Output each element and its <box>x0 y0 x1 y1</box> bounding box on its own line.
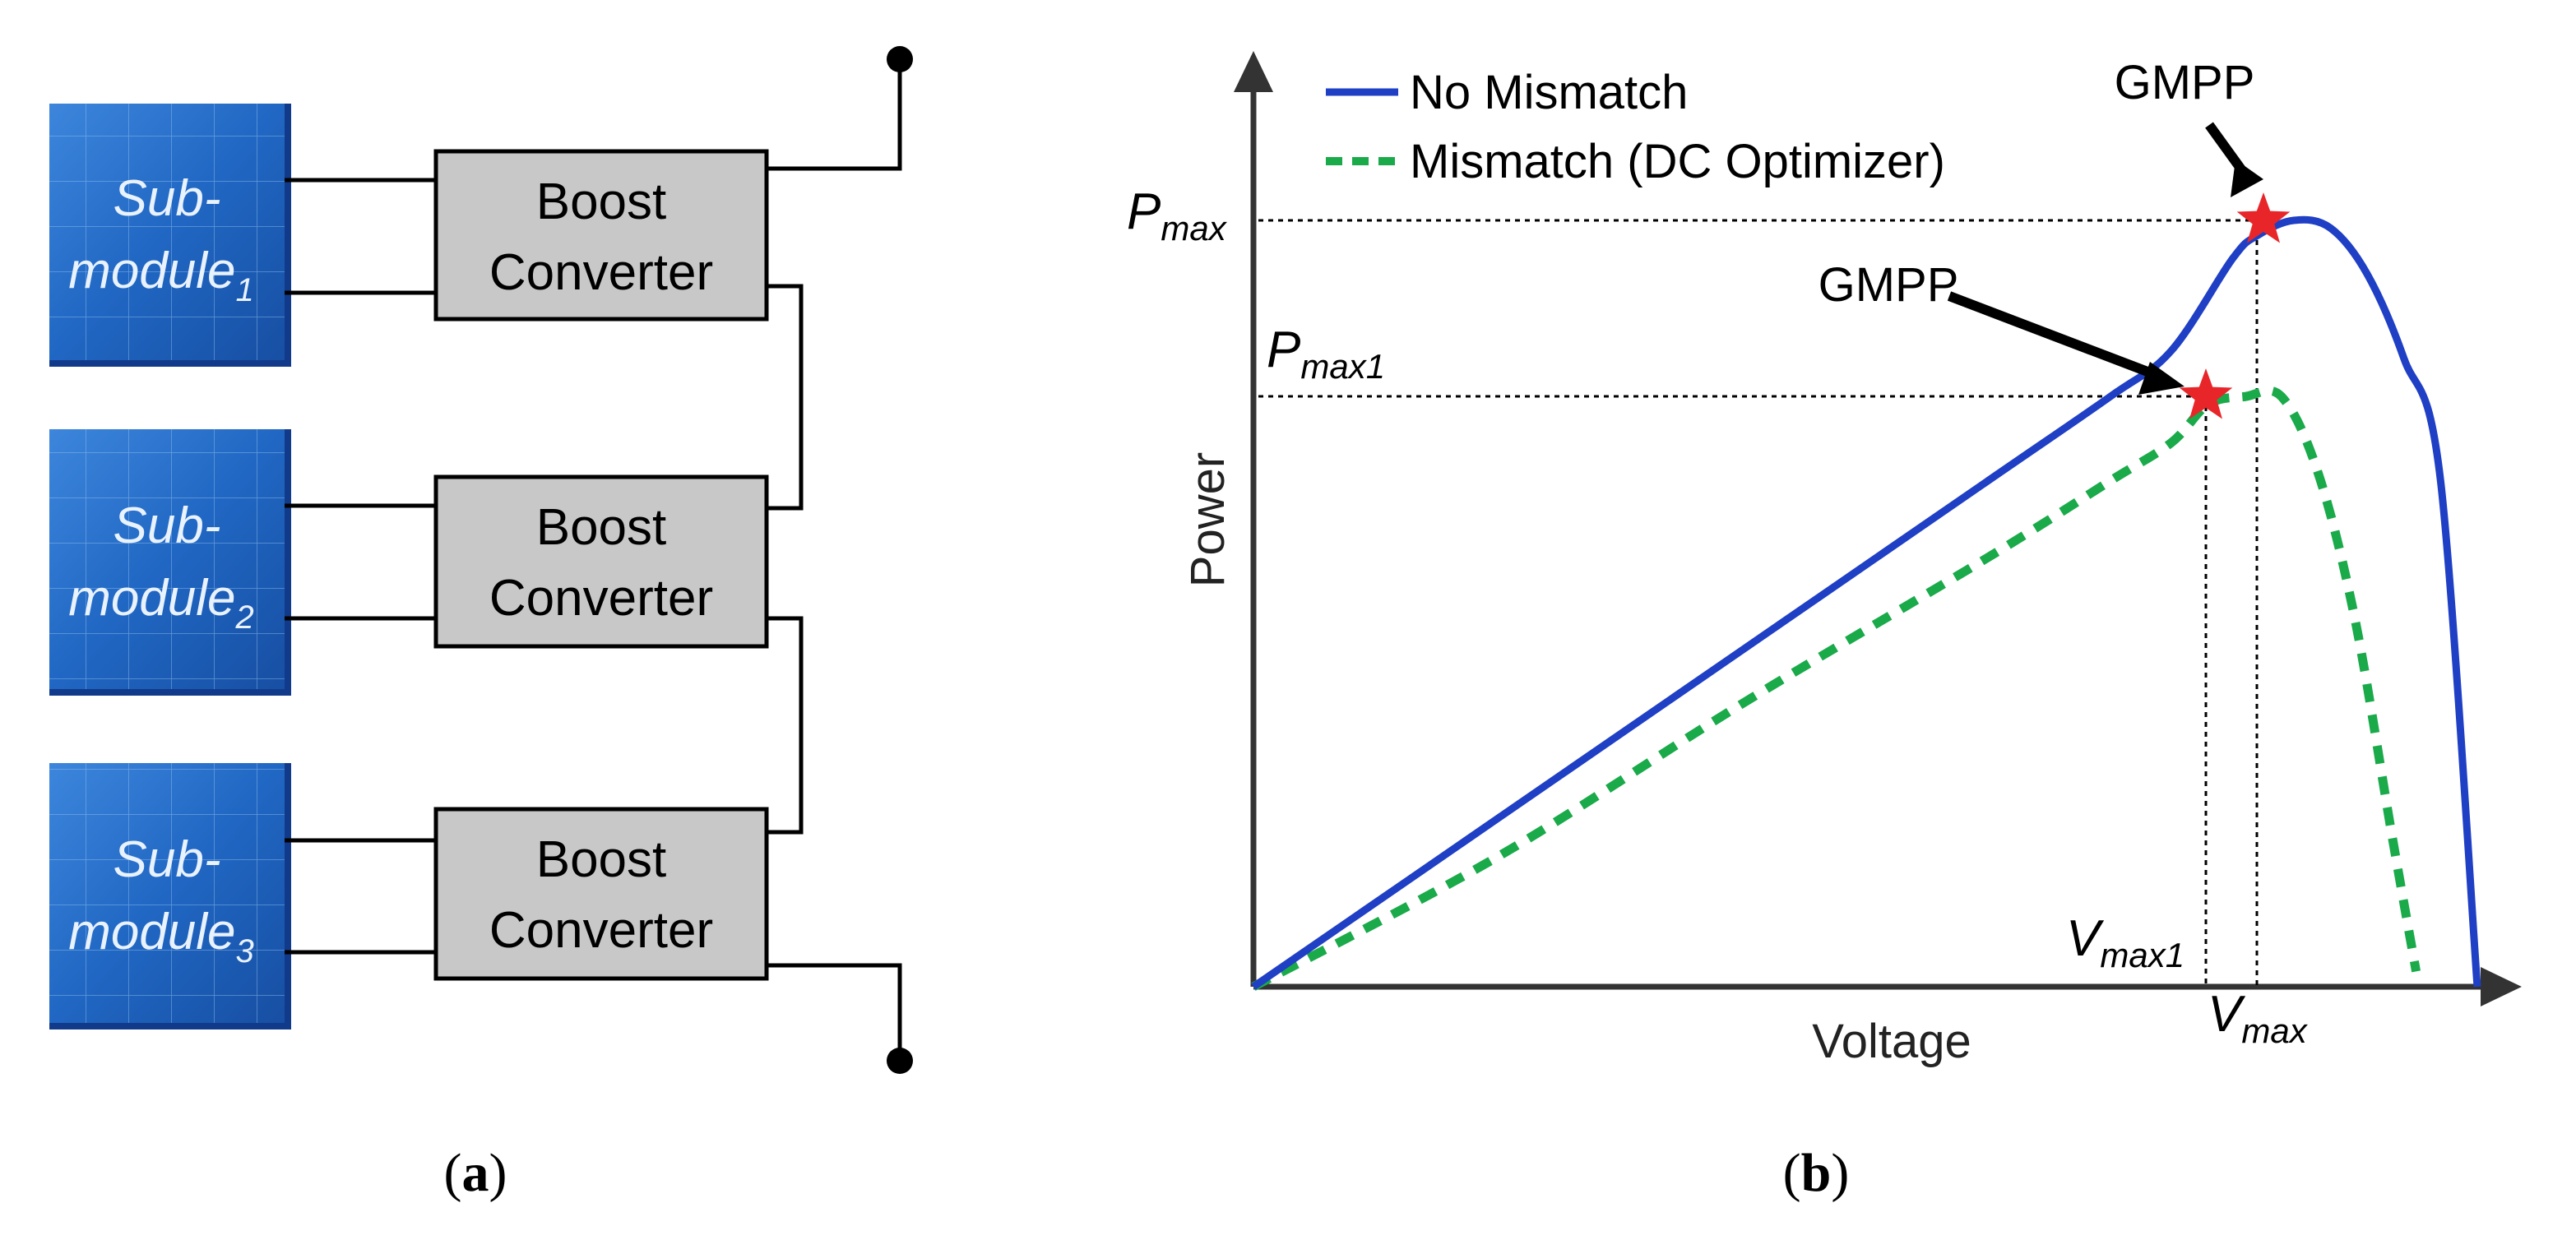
boost-converter-2: Boost Converter <box>433 474 769 649</box>
caption-a-letter: a <box>462 1143 489 1203</box>
caption-b: (b) <box>1783 1143 1850 1203</box>
boost-converter-1-line1: Boost <box>536 174 667 230</box>
pmax1-label: Pmax1 <box>1267 322 1385 386</box>
svg-text:module2: module2 <box>68 570 254 636</box>
series-line-mismatch <box>1251 386 2421 991</box>
y-axis-label: Power <box>1181 452 1235 587</box>
gmpp-label-1: GMPP <box>2115 56 2255 109</box>
boost-converter-3-line1: Boost <box>536 831 667 888</box>
legend: No Mismatch Mismatch (DC Optimizer) <box>1326 66 1945 188</box>
y-axis-arrow <box>1234 51 1273 92</box>
vmax1-label: Vmax1 <box>2066 910 2185 974</box>
submodule-1-subscript: 1 <box>236 272 254 308</box>
gmpp-label-2: GMPP <box>1818 258 1959 312</box>
caption-a: (a) <box>444 1143 507 1203</box>
gmpp-arrow-1-head <box>2231 160 2263 197</box>
submodule-2: Sub- module2 <box>49 429 291 696</box>
gmpp-arrow-2 <box>1947 291 2167 383</box>
boost-converter-1: Boost Converter <box>433 149 769 322</box>
legend-label-mismatch: Mismatch (DC Optimizer) <box>1410 135 1945 188</box>
submodule-2-subscript: 2 <box>235 599 254 636</box>
terminal-top <box>887 46 913 72</box>
submodule-3-line2: module <box>68 904 235 960</box>
submodule-3: Sub- module3 <box>49 763 291 1029</box>
boost-converter-3: Boost Converter <box>433 807 769 981</box>
vmax-label: Vmax <box>2208 986 2309 1050</box>
wiring <box>285 59 902 1061</box>
svg-text:module3: module3 <box>68 904 254 969</box>
panel-b-chart: Voltage Power GMPP GMPP Pmax Pmax1 Vmax1… <box>1127 51 2522 1203</box>
submodule-3-line1: Sub- <box>114 831 221 888</box>
reference-lines <box>1258 219 2263 987</box>
submodule-1-line2: module <box>68 243 235 299</box>
legend-label-no-mismatch: No Mismatch <box>1410 66 1688 119</box>
axes <box>1250 82 2484 990</box>
gmpp-arrow-2-head <box>2138 362 2185 395</box>
submodule-2-line1: Sub- <box>114 497 221 554</box>
submodule-3-subscript: 3 <box>236 933 254 969</box>
gmpp-star-mismatch <box>2179 368 2233 419</box>
gmpp-star-no-mismatch <box>2236 192 2291 243</box>
submodule-2-line2: module <box>68 570 235 627</box>
pmax-label: Pmax <box>1127 183 1228 248</box>
submodule-1: Sub- module1 <box>49 104 291 367</box>
series-line-no-mismatch <box>1251 215 2481 990</box>
panel-a-diagram: Sub- module1 Sub- module2 Sub- module3 <box>49 46 913 1203</box>
boost-converter-3-line2: Converter <box>489 902 713 959</box>
boost-converter-2-line2: Converter <box>489 570 713 627</box>
x-axis-label: Voltage <box>1812 1015 1971 1068</box>
x-axis-arrow <box>2481 967 2522 1006</box>
caption-b-letter: b <box>1801 1143 1832 1203</box>
svg-text:module1: module1 <box>68 243 254 308</box>
terminal-bottom <box>887 1048 913 1074</box>
boost-converter-2-line1: Boost <box>536 499 667 556</box>
submodule-1-line1: Sub- <box>114 170 221 227</box>
boost-converter-1-line2: Converter <box>489 244 713 301</box>
